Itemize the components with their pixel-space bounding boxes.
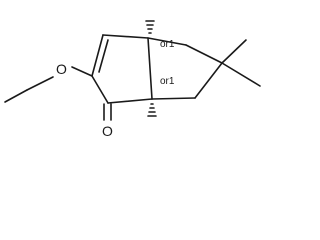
bond-c1-c6a bbox=[107, 98, 153, 104]
structure-diagram: O O or1 or1 bbox=[4, 20, 261, 139]
stereo-label-lower: or1 bbox=[160, 76, 175, 87]
bond-c2-c3-double bbox=[91, 34, 104, 77]
bond-c3a-c4 bbox=[147, 37, 187, 46]
hashed-wedge-upper bbox=[145, 20, 155, 34]
bond-c6-c6a bbox=[151, 97, 196, 100]
bond-o-c2 bbox=[71, 66, 93, 77]
hashed-wedge-lower bbox=[147, 103, 157, 117]
bond-ch3-ch2 bbox=[4, 89, 28, 103]
ether-oxygen-label: O bbox=[56, 61, 67, 77]
bond-c3-c3a bbox=[102, 34, 149, 39]
bond-c5-c6 bbox=[194, 62, 223, 99]
bond-c4-c5 bbox=[185, 44, 223, 64]
bond-ch2-o bbox=[26, 76, 54, 91]
bond-c2-c3-double-inner bbox=[98, 39, 109, 73]
bond-c2-c1 bbox=[91, 75, 109, 104]
bond-c3a-c6a bbox=[147, 37, 153, 100]
stereo-label-upper: or1 bbox=[160, 39, 175, 50]
ketone-oxygen-label: O bbox=[102, 123, 113, 139]
molecule-canvas: O O or1 or1 bbox=[4, 20, 261, 139]
bond-c5-me1 bbox=[221, 39, 247, 64]
bond-c5-me2 bbox=[221, 62, 261, 87]
